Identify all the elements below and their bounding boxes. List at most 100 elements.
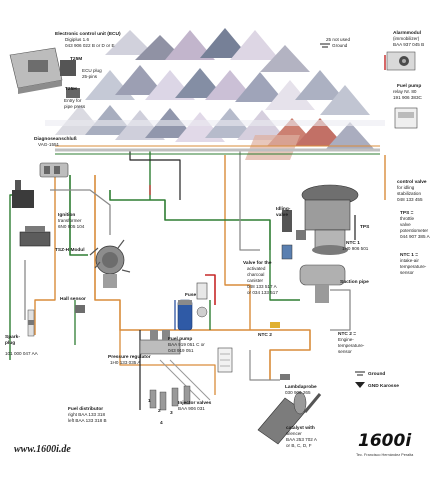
label-plug-part: 101 000 047 AA xyxy=(5,351,39,356)
label-spark: Spark- xyxy=(5,334,20,340)
label-injector: Injector valves xyxy=(178,400,212,406)
website-url: www.1600i.de xyxy=(14,444,71,455)
label-injector-part: BAA 906 031 xyxy=(178,406,205,411)
label-ground-top: Ground xyxy=(332,43,348,48)
label-not-used: 25 not used xyxy=(326,37,350,42)
label-charcoal-part: 048 133 517 A xyxy=(247,284,278,289)
label-catalyst-2: silencer xyxy=(286,431,302,436)
label-control-valve-3: stabilization xyxy=(397,191,421,196)
ground-legend xyxy=(355,371,365,388)
catalyst xyxy=(257,391,322,445)
label-alarm: Alarmmodul xyxy=(393,30,421,36)
hall-sensor xyxy=(75,305,85,313)
label-control-valve-2: for idling xyxy=(397,185,415,190)
label-fuel-pump-relay: Fuel pump xyxy=(397,83,421,89)
wire-harness xyxy=(9,55,386,410)
label-idling-valve-2: valve xyxy=(276,212,288,218)
pin-number: 3 xyxy=(170,410,173,416)
label-fuel-dist-right: right BAA 133 318 xyxy=(68,412,105,417)
label-ntc1-desc: NTC 1 = xyxy=(400,252,418,258)
label-fuel-pump: Fuel pump xyxy=(168,336,192,342)
label-ecu-model: Digiplus 1.6 xyxy=(65,37,89,42)
label-tps-desc-3: valve xyxy=(400,222,411,227)
label-fuel-dist: Fuel distributor xyxy=(68,406,103,412)
label-catalyst: catalyst with xyxy=(286,425,315,431)
label-charcoal-4: canister xyxy=(247,278,264,283)
label-tszh: TSZ-H Modul xyxy=(55,247,85,253)
label-ignition-sub: transformer xyxy=(58,218,82,223)
label-tps-desc: TPS = xyxy=(400,210,414,216)
label-tps-desc-4: potentiometer xyxy=(400,228,429,233)
label-charcoal: Valve for the xyxy=(243,260,272,266)
label-relay-part: 191 906 383C xyxy=(393,95,423,100)
credit-line: Tec. Francisco Hernández Peralta xyxy=(356,453,414,457)
label-ecu-plug-pins: 25-pins xyxy=(82,74,98,79)
pin-number: 1 xyxy=(148,398,151,404)
label-ntc1: NTC 1 xyxy=(346,240,360,246)
label-diag-vag: VAG-1551 xyxy=(38,142,60,147)
label-entry-pipe: pipe press xyxy=(64,104,86,109)
label-fuel-dist-left: left BAA 133 318 B xyxy=(68,418,107,423)
label-control-valve: control valve xyxy=(397,179,427,185)
injector-valves xyxy=(149,385,191,411)
label-tps-desc-2: throttle xyxy=(400,216,414,221)
label-suction: Suction pipe xyxy=(340,279,369,285)
brand-logo: 1600i xyxy=(358,431,412,451)
label-ecu-plug: ECU plug xyxy=(82,68,102,73)
pin-number: 2 xyxy=(158,408,161,414)
connector-block xyxy=(217,347,233,373)
label-fuel-pump-2: BAA 919 051 C or xyxy=(168,342,205,347)
label-ecu-title: Electronic control unit (ECU) xyxy=(55,31,121,37)
lambda-probe xyxy=(280,374,290,380)
label-ntc1-desc-2: intake-air xyxy=(400,258,419,263)
label-relay-nr: relay Nr. 80 xyxy=(393,89,417,94)
label-control-valve-part: 048 133 455 xyxy=(397,197,423,202)
label-alarm-sub: (immobilizer) xyxy=(393,36,420,41)
label-ntc1-desc-4: sensor xyxy=(400,270,414,275)
label-ecu-part: 043 906 022 B or D or E xyxy=(65,43,115,48)
label-hall: Hall sensor xyxy=(60,296,86,302)
label-ntc1-part: 1H0 906 501 xyxy=(342,246,369,251)
label-ntc2-desc: NTC 2 = xyxy=(338,331,356,337)
diagnosis-connector xyxy=(39,162,69,178)
fuel-distributor xyxy=(139,330,181,355)
label-fuse: Fuse xyxy=(185,292,197,298)
label-catalyst-part-2: or B, C, D, F xyxy=(286,443,312,448)
label-charcoal-part-2: or 034 133 517 xyxy=(247,290,278,295)
alarm-module xyxy=(386,51,416,71)
fuel-pump xyxy=(177,299,208,331)
distributor xyxy=(89,239,131,288)
label-ntc2-desc-4: sensor xyxy=(338,349,352,354)
label-charcoal-2: activated xyxy=(247,266,266,271)
fuel-pump-relay xyxy=(394,107,418,129)
label-legend-ground: Ground xyxy=(368,371,385,377)
suction-pipe xyxy=(299,264,346,303)
label-alarm-part: BAA 937 045 B xyxy=(393,42,424,47)
label-ntc2-desc-3: temperature- xyxy=(338,343,365,348)
throttle-body xyxy=(282,184,359,255)
fuse xyxy=(196,282,208,300)
label-idling-valve: Idling- xyxy=(276,206,291,212)
label-legend-gnd: GND Karosse xyxy=(368,383,399,389)
label-ntc2-desc-2: Engine- xyxy=(338,337,354,342)
label-t25m: T25M xyxy=(70,56,82,62)
label-diag: Diagnoseanschluß xyxy=(34,136,77,142)
label-ignition: Ignition xyxy=(58,212,75,218)
label-pressure-reg: Pressure regulator xyxy=(108,354,151,360)
label-ecu: Electronic control unit (ECU) Digiplus 1… xyxy=(55,31,121,48)
spark-plug xyxy=(27,309,35,337)
label-lambda-part: 030 906 265 xyxy=(285,390,311,395)
mosaic-band xyxy=(45,28,385,160)
tszh-module xyxy=(19,226,51,247)
ground-symbol-top xyxy=(320,43,330,48)
ntc2-sensor xyxy=(270,322,280,328)
ignition-coil xyxy=(12,180,34,208)
label-pressure-reg-part: 1H0 133 035 A xyxy=(110,360,141,365)
ecu-module xyxy=(9,47,80,98)
label-lambda: Lambdaprobe xyxy=(285,384,317,390)
label-entry: Entry for xyxy=(64,98,82,103)
label-tps-part: 044 907 385 A xyxy=(400,234,431,239)
label-ntc2-small: NTC 2 xyxy=(258,332,272,338)
charcoal-valve xyxy=(281,244,293,260)
